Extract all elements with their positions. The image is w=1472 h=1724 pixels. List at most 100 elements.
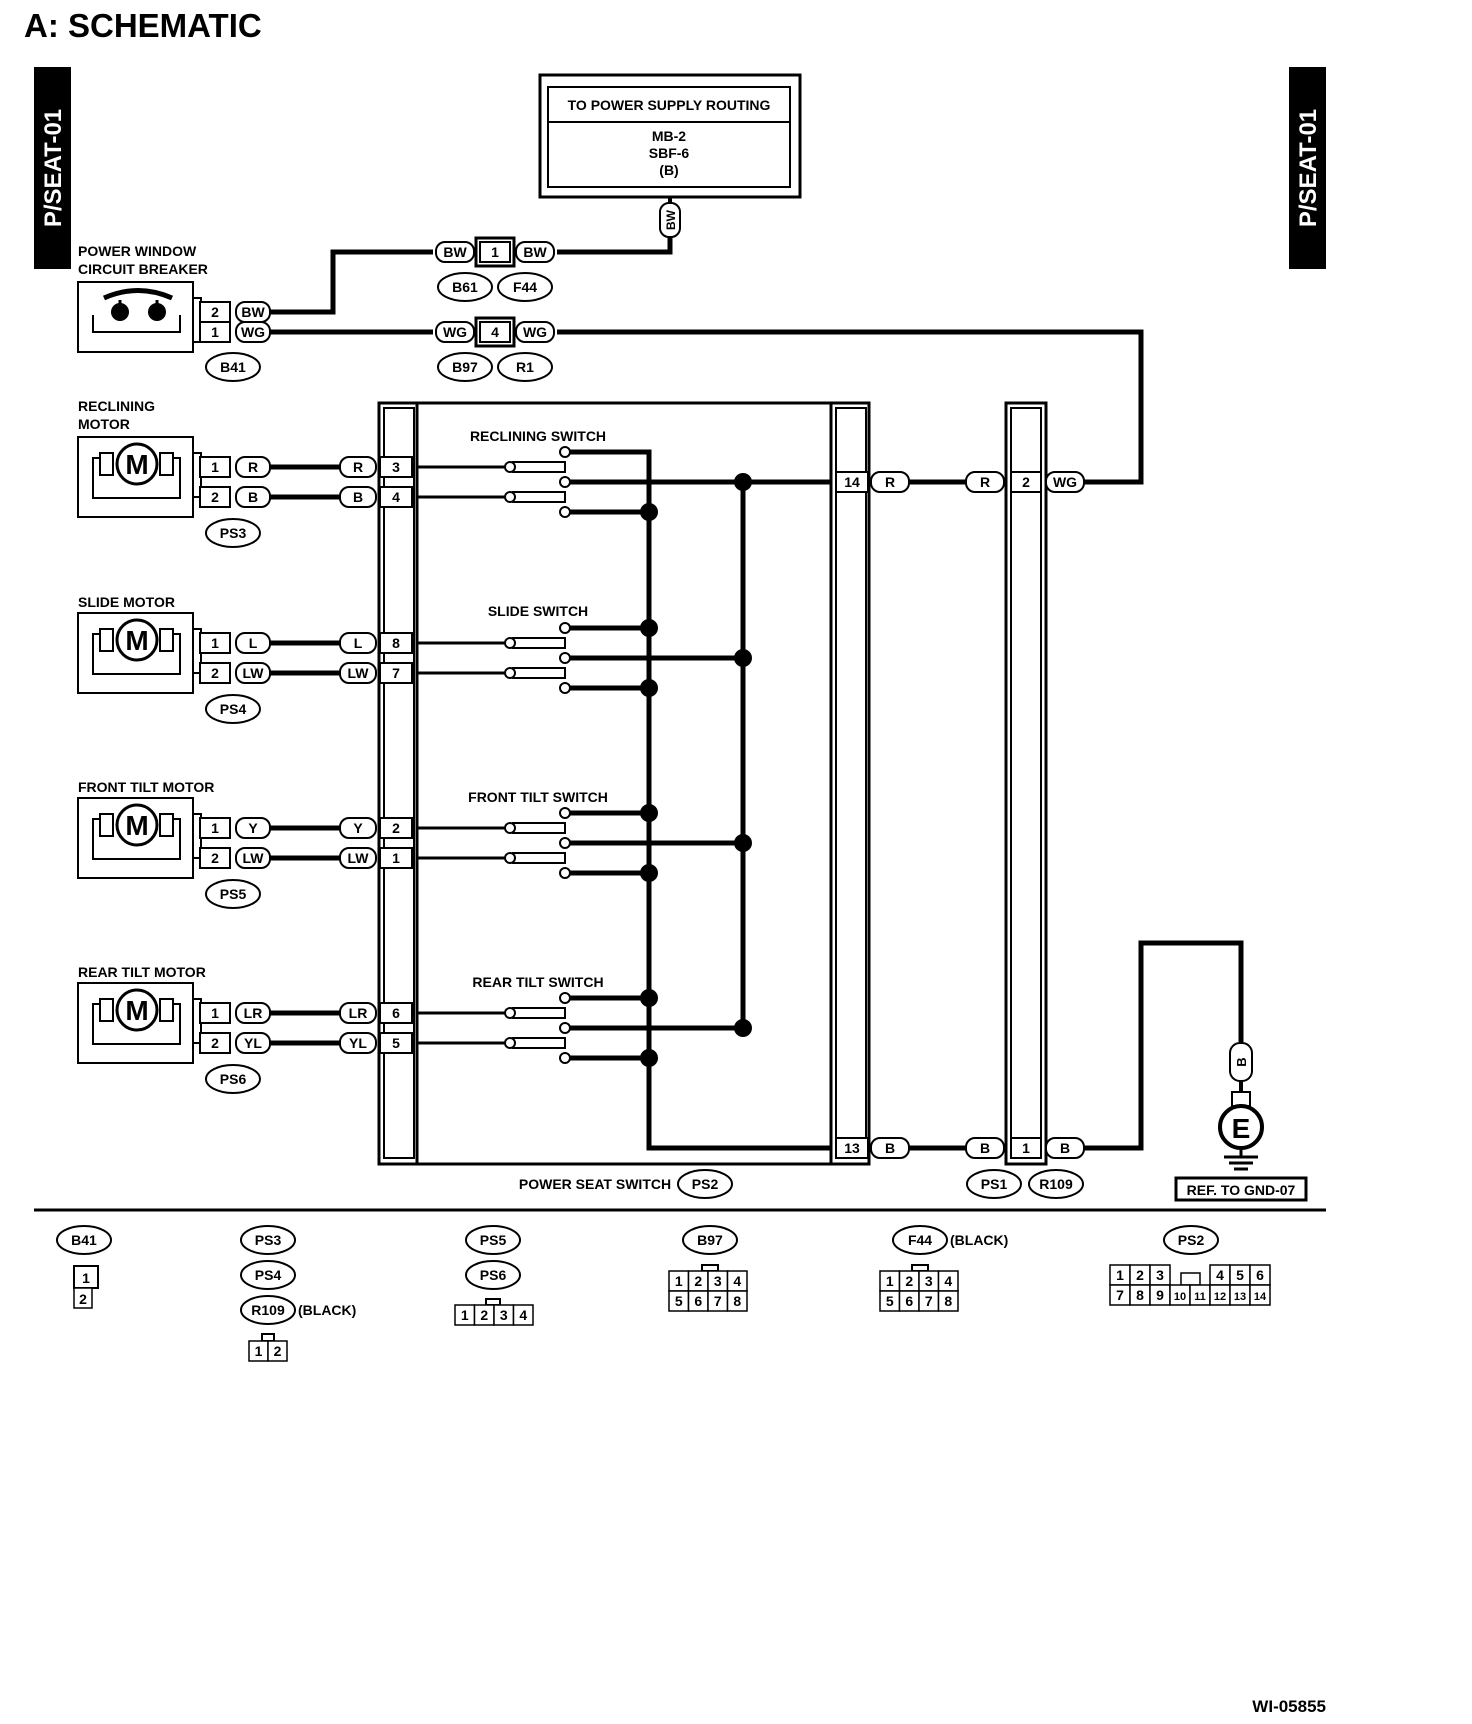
pin-cell (726, 1290, 748, 1312)
connector-latch (911, 1264, 929, 1272)
badge-label: PS1 (981, 1176, 1008, 1192)
wire-color-tag: LW (235, 662, 271, 684)
tag-label: LW (348, 665, 370, 681)
breaker-label: POWER WINDOW (78, 243, 197, 259)
pin-label: 1 (255, 1343, 263, 1359)
pin-label: 1 (1116, 1267, 1124, 1283)
badge-label: B61 (452, 279, 478, 295)
badge-outline (437, 272, 493, 302)
wire-color-tag: B (339, 486, 377, 508)
switch-blade (512, 822, 566, 834)
switch-terminal (559, 837, 571, 849)
power-supply-line: MB-2 (652, 128, 686, 144)
tag-label: YL (244, 1035, 262, 1051)
tag-outline (235, 486, 271, 508)
connector-latch (261, 1333, 275, 1342)
legend-badge-f44: F44 (892, 1225, 948, 1255)
tag-label: B (980, 1140, 990, 1156)
pin-label: 2 (905, 1273, 913, 1289)
wire-ground (1084, 940, 1244, 1151)
switch-pin-number: 5 (392, 1035, 400, 1051)
tag-outline (235, 847, 271, 869)
tag-outline (339, 456, 377, 478)
switch-pin-number: 1 (392, 850, 400, 866)
pin-number: 1 (211, 324, 219, 340)
legend-badge-ps6: PS6 (465, 1260, 521, 1290)
badge-outline (677, 1169, 733, 1199)
wire-color-tag: BW (435, 241, 475, 263)
badge-outline (240, 1295, 296, 1325)
pin-cell (199, 321, 231, 343)
tag-label: LW (243, 850, 265, 866)
tag-label: R (248, 459, 258, 475)
wire-color-tag: LR (235, 1002, 271, 1024)
connector-badge-ps1: PS1 (966, 1169, 1022, 1199)
tag-label: L (354, 635, 363, 651)
pin-cell (267, 1340, 288, 1362)
pin-cell (199, 662, 231, 684)
tag-outline (1045, 471, 1085, 493)
wire-color-tag: YL (339, 1032, 377, 1054)
switch-right-inner (835, 407, 867, 1159)
breaker-box (77, 281, 194, 353)
motor-internal (92, 818, 181, 860)
switch-contacts (504, 446, 571, 518)
legend-badge-ps4: PS4 (240, 1260, 296, 1290)
connector-badge-ps4: PS4 (205, 694, 261, 724)
badge-outline (205, 879, 261, 909)
pin-number: 2 (211, 850, 219, 866)
switch-blade (512, 637, 566, 649)
power-seat-switch-label: POWER SEAT SWITCH (519, 1176, 671, 1192)
tag-outline (339, 1002, 377, 1024)
switch-terminal (559, 682, 571, 694)
ground-bus (646, 452, 831, 1151)
motor-brush (99, 813, 114, 837)
switch-pin-number: 2 (392, 820, 400, 836)
motor-internal (92, 1003, 181, 1045)
switch-terminal (559, 992, 571, 1004)
tag-label: B (885, 1140, 895, 1156)
power-supply-title: TO POWER SUPPLY ROUTING (568, 97, 771, 113)
switch-pivot (504, 491, 516, 503)
breaker-label: CIRCUIT BREAKER (78, 261, 208, 277)
badge-label: PS6 (220, 1071, 247, 1087)
connector-badge-ps2: PS2 (677, 1169, 733, 1199)
pin-number: 2 (211, 665, 219, 681)
switch-title: FRONT TILT SWITCH (468, 789, 608, 805)
wire-color-tag: Y (339, 817, 377, 839)
power-supply-inner (547, 86, 791, 188)
badge-label: R109 (251, 1302, 285, 1318)
pin-label: 8 (944, 1293, 952, 1309)
ground-wire-tag: B (1229, 1042, 1253, 1082)
motor-brush (99, 628, 114, 652)
switch-blade (512, 852, 566, 864)
badge-outline (437, 352, 493, 382)
legend-badge-b97: B97 (682, 1225, 738, 1255)
legend-note: (BLACK) (950, 1232, 1008, 1248)
badge-outline (205, 694, 261, 724)
tag-outline (339, 817, 377, 839)
wire-color-tag: B (965, 1137, 1005, 1159)
pin-cell (1010, 471, 1042, 493)
pin-cell (199, 456, 231, 478)
switch-contacts (504, 992, 571, 1064)
tag-label: L (249, 635, 258, 651)
pin-cell (379, 1032, 413, 1054)
tag-label: B (1234, 1057, 1249, 1066)
wire-bw-breaker (270, 249, 433, 315)
badge-outline (1163, 1225, 1219, 1255)
pin-label: 5 (675, 1293, 683, 1309)
pin-label: 10 (1174, 1291, 1186, 1303)
switch-title: RECLINING SWITCH (470, 428, 606, 444)
badge-label: PS2 (1178, 1232, 1205, 1248)
pin-label: 1 (675, 1273, 683, 1289)
badge-outline (205, 1064, 261, 1094)
pin-label: 1 (461, 1307, 469, 1323)
motor-label: MOTOR (78, 416, 130, 432)
switch-title: SLIDE SWITCH (488, 603, 588, 619)
switch-terminal (559, 652, 571, 664)
power-supply-line: SBF-6 (649, 145, 690, 161)
pin-label: 1 (82, 1270, 90, 1286)
motor-symbol (115, 803, 159, 847)
pin-label: 2 (274, 1343, 282, 1359)
